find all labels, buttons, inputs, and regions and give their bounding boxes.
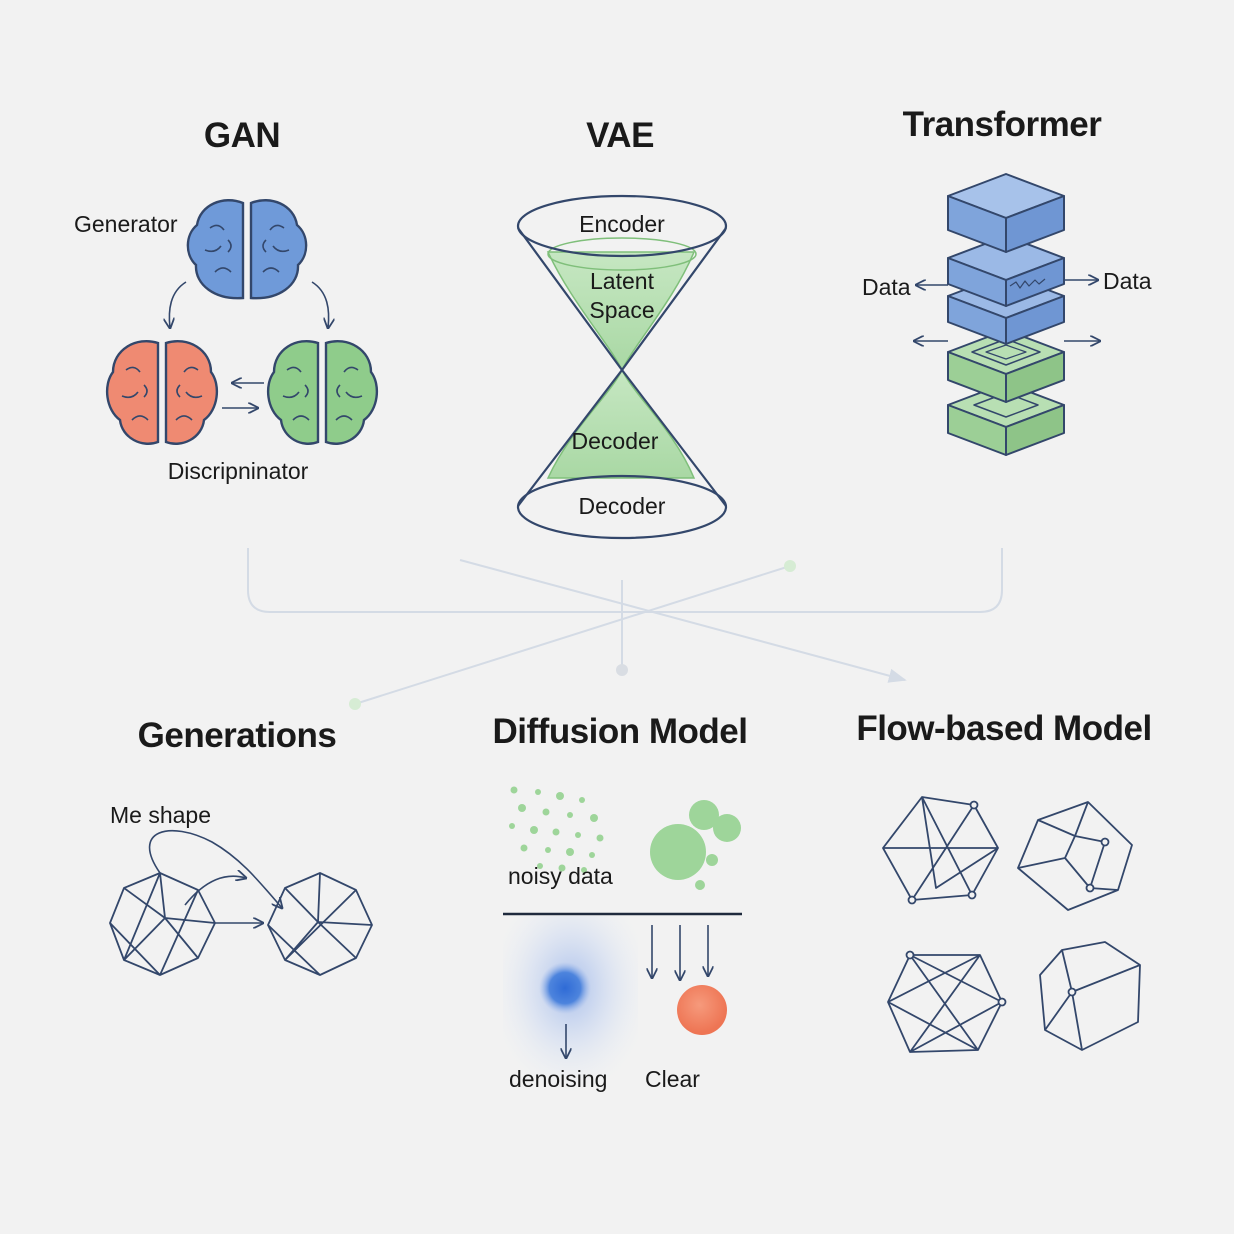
transformer-title: Transformer — [902, 105, 1102, 144]
gan-discriminator-label: Discripninator — [167, 458, 309, 484]
vae-encoder-label: Encoder — [579, 211, 665, 237]
connector-node — [784, 560, 796, 572]
diffusion-title: Diffusion Model — [492, 712, 748, 751]
gan-generator-label: Generator — [74, 211, 178, 237]
vae-hourglass — [516, 194, 728, 540]
generations-polyhedron-left-icon — [109, 872, 216, 976]
generations-shape-label: Me shape — [110, 802, 212, 828]
vae-decoder-inner-label: Decoder — [571, 428, 659, 454]
diffusion-denoising-label: denoising — [509, 1066, 608, 1092]
diffusion-noisy-dots — [509, 786, 604, 873]
generations-polyhedron-right-icon — [267, 872, 373, 976]
transformer-data-left-label: Data — [862, 274, 911, 300]
flow-shape-1-icon — [882, 796, 999, 905]
generations-title: Generations — [137, 716, 337, 755]
flow-shape-4-icon — [1039, 941, 1141, 1051]
diffusion-clear-label: Clear — [645, 1066, 700, 1092]
diffusion-clean-blobs — [650, 800, 741, 890]
diffusion-arrows — [566, 925, 708, 1058]
transformer-arrows — [914, 280, 1100, 341]
flow-shape-2-icon — [1017, 801, 1133, 911]
vae-title: VAE — [586, 116, 654, 155]
gan-discriminator-red-brain-icon — [105, 340, 219, 445]
connector-lines — [247, 548, 1003, 705]
diffusion-noisy-label: noisy data — [508, 863, 613, 889]
flow-shape-3-icon — [887, 950, 1007, 1053]
diffusion-orange-blob — [677, 985, 727, 1035]
gan-title: GAN — [203, 116, 281, 155]
transformer-stack-icon — [947, 173, 1065, 456]
vae-latent-space-label: Latent Space — [589, 268, 655, 323]
diffusion-blue-blob — [539, 962, 591, 1014]
gan-generator-brain-icon — [186, 199, 308, 300]
gan-discriminator-green-brain-icon — [266, 340, 379, 445]
transformer-data-right-label: Data — [1103, 268, 1152, 294]
connector-node — [616, 664, 628, 676]
generations-arrows — [148, 829, 282, 923]
flow-title: Flow-based Model — [856, 709, 1152, 748]
gan-arrows — [169, 281, 328, 408]
vae-decoder-bottom-label: Decoder — [578, 493, 666, 519]
connector-node — [349, 698, 361, 710]
